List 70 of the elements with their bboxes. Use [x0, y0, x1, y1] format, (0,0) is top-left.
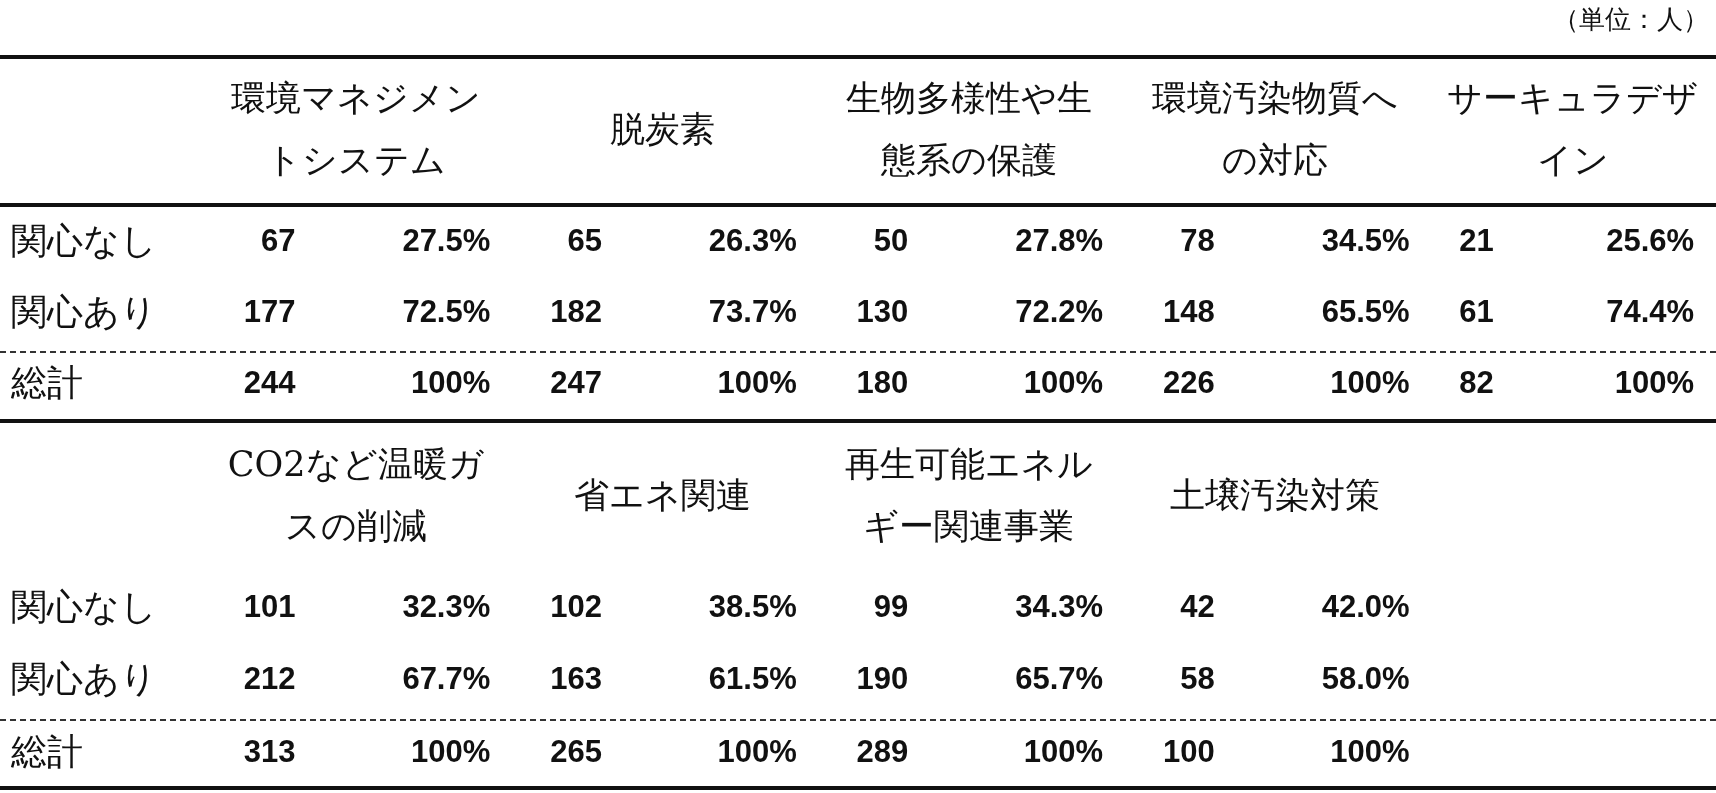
percent-value: 25.6% [1606, 223, 1695, 258]
row-label: 総計 [10, 732, 83, 771]
count-value: 244 [243, 366, 296, 401]
count-value: 289 [856, 734, 909, 769]
percent-value: 100% [1330, 734, 1410, 769]
count-value: 182 [550, 294, 602, 329]
row-label: 関心なし [10, 588, 157, 627]
count-value: 101 [243, 590, 296, 625]
percent-value: 73.7% [708, 294, 797, 329]
percent-value: 100% [1023, 734, 1104, 769]
percent-value: 34.5% [1321, 223, 1410, 258]
percent-value: 27.8% [1015, 223, 1104, 258]
percent-value: 34.3% [1015, 590, 1104, 625]
count-value: 130 [856, 294, 909, 329]
column-header: 環境汚染物質への対応 [1150, 77, 1399, 183]
count-value: 163 [550, 661, 602, 696]
row-label: 関心なし [10, 221, 157, 260]
row-label: 総計 [10, 364, 83, 402]
percent-value: 67.7% [402, 661, 491, 696]
percent-value: 100% [1330, 366, 1410, 401]
count-value: 67 [261, 223, 296, 258]
count-value: 190 [856, 661, 909, 696]
count-value: 148 [1163, 294, 1215, 329]
column-header: 脱炭素 [608, 108, 716, 152]
percent-value: 65.5% [1321, 294, 1410, 329]
column-header: 土壌汚染対策 [1168, 473, 1381, 517]
column-header: サーキュラデザイン [1446, 77, 1699, 183]
count-value: 212 [243, 661, 296, 696]
percent-value: 61.5% [708, 661, 797, 696]
percent-value: 72.2% [1015, 294, 1104, 329]
count-value: 313 [243, 734, 296, 769]
percent-value: 32.3% [402, 590, 491, 625]
count-value: 265 [550, 734, 602, 769]
percent-value: 26.3% [708, 223, 797, 258]
percent-value: 58.0% [1321, 661, 1410, 696]
column-header: CO2など温暖ガスの削減 [226, 442, 485, 548]
percent-value: 100% [411, 366, 491, 401]
count-value: 21 [1459, 223, 1494, 258]
percent-value: 74.4% [1606, 294, 1695, 329]
percent-value: 100% [1023, 366, 1104, 401]
percent-value: 100% [717, 366, 797, 401]
count-value: 82 [1459, 366, 1494, 401]
percent-value: 65.7% [1015, 661, 1104, 696]
column-header: 再生可能エネルギー関連事業 [843, 442, 1094, 548]
percent-value: 100% [1614, 366, 1695, 401]
count-value: 102 [550, 590, 602, 625]
row-label: 関心あり [10, 659, 157, 698]
percent-value: 100% [717, 734, 797, 769]
column-header: 環境マネジメントシステム [229, 77, 482, 183]
count-value: 99 [873, 590, 909, 625]
count-value: 42 [1180, 590, 1215, 625]
percent-value: 38.5% [708, 590, 797, 625]
percent-value: 42.0% [1321, 590, 1410, 625]
count-value: 61 [1459, 294, 1494, 329]
count-value: 78 [1180, 223, 1215, 258]
count-value: 65 [567, 223, 602, 258]
column-header: 省エネ関連 [572, 473, 752, 517]
count-value: 247 [550, 366, 602, 401]
percent-value: 72.5% [402, 294, 491, 329]
unit-note: （単位：人） [1553, 6, 1710, 34]
count-value: 50 [873, 223, 909, 258]
percent-value: 100% [411, 734, 491, 769]
count-value: 100 [1163, 734, 1215, 769]
count-value: 226 [1163, 366, 1215, 401]
percent-value: 27.5% [402, 223, 491, 258]
row-label: 関心あり [10, 293, 157, 331]
count-value: 180 [856, 366, 909, 401]
column-header: 生物多様性や生態系の保護 [844, 77, 1093, 183]
count-value: 177 [243, 294, 296, 329]
count-value: 58 [1180, 661, 1215, 696]
